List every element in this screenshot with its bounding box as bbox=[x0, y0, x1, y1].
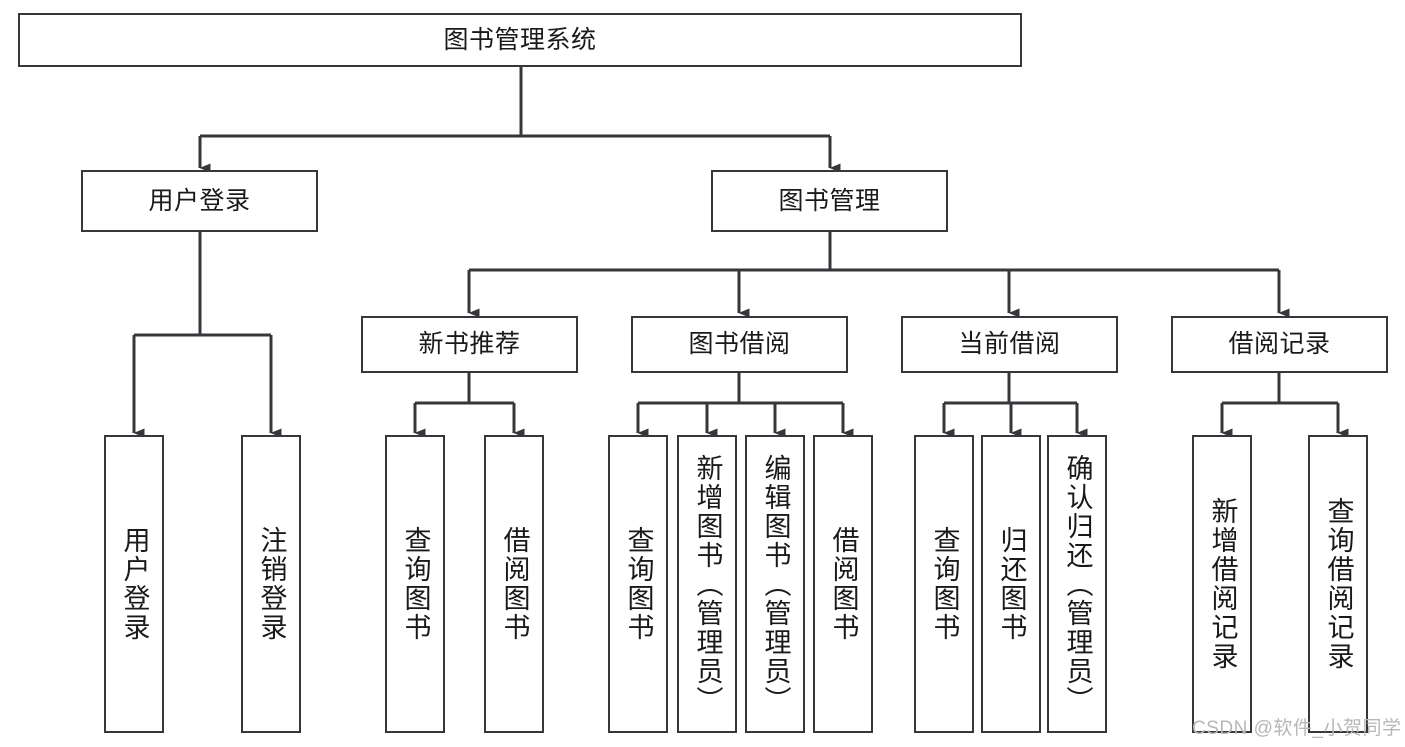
node-label-leaf-logout-login: 注销登录 bbox=[256, 526, 287, 642]
node-leaf-add-book[interactable]: 新增图书（管理员） bbox=[677, 435, 737, 733]
node-leaf-logout-login[interactable]: 注销登录 bbox=[241, 435, 301, 733]
node-leaf-confirm-return[interactable]: 确认归还（管理员） bbox=[1047, 435, 1107, 733]
node-leaf-return-book[interactable]: 归还图书 bbox=[981, 435, 1041, 733]
node-leaf-edit-book[interactable]: 编辑图书（管理员） bbox=[745, 435, 805, 733]
node-label-borrow-record: 借阅记录 bbox=[1228, 330, 1331, 358]
node-leaf-query-book-2[interactable]: 查询图书 bbox=[608, 435, 668, 733]
node-book-manage[interactable]: 图书管理 bbox=[711, 170, 948, 232]
node-label-leaf-query-record: 查询借阅记录 bbox=[1323, 497, 1354, 671]
node-leaf-borrow-book-2[interactable]: 借阅图书 bbox=[813, 435, 873, 733]
node-user-login[interactable]: 用户登录 bbox=[81, 170, 318, 232]
node-label-book-borrow: 图书借阅 bbox=[688, 330, 791, 358]
node-root-system[interactable]: 图书管理系统 bbox=[18, 13, 1022, 67]
node-label-root-system: 图书管理系统 bbox=[443, 25, 597, 54]
node-label-new-book-recommend: 新书推荐 bbox=[418, 330, 521, 358]
node-label-user-login: 用户登录 bbox=[148, 186, 251, 215]
node-leaf-user-login[interactable]: 用户登录 bbox=[104, 435, 164, 733]
node-label-current-borrow: 当前借阅 bbox=[958, 330, 1061, 358]
node-label-leaf-user-login: 用户登录 bbox=[119, 526, 150, 642]
node-label-leaf-query-book-2: 查询图书 bbox=[623, 526, 654, 642]
node-leaf-query-record[interactable]: 查询借阅记录 bbox=[1308, 435, 1368, 733]
node-label-leaf-borrow-book-2: 借阅图书 bbox=[828, 526, 859, 642]
node-label-leaf-query-book-1: 查询图书 bbox=[400, 526, 431, 642]
node-label-book-manage: 图书管理 bbox=[778, 186, 881, 215]
node-label-leaf-edit-book: 编辑图书（管理员） bbox=[760, 453, 791, 715]
node-current-borrow[interactable]: 当前借阅 bbox=[901, 316, 1118, 373]
node-label-leaf-return-book: 归还图书 bbox=[996, 526, 1027, 642]
node-new-book-recommend[interactable]: 新书推荐 bbox=[361, 316, 578, 373]
node-label-leaf-add-record: 新增借阅记录 bbox=[1207, 497, 1238, 671]
node-leaf-add-record[interactable]: 新增借阅记录 bbox=[1192, 435, 1252, 733]
node-label-leaf-add-book: 新增图书（管理员） bbox=[692, 453, 723, 715]
node-label-leaf-borrow-book-1: 借阅图书 bbox=[499, 526, 530, 642]
node-book-borrow[interactable]: 图书借阅 bbox=[631, 316, 848, 373]
node-leaf-query-book-3[interactable]: 查询图书 bbox=[914, 435, 974, 733]
node-label-leaf-confirm-return: 确认归还（管理员） bbox=[1062, 453, 1093, 715]
node-leaf-borrow-book-1[interactable]: 借阅图书 bbox=[484, 435, 544, 733]
node-borrow-record[interactable]: 借阅记录 bbox=[1171, 316, 1388, 373]
node-leaf-query-book-1[interactable]: 查询图书 bbox=[385, 435, 445, 733]
node-label-leaf-query-book-3: 查询图书 bbox=[929, 526, 960, 642]
